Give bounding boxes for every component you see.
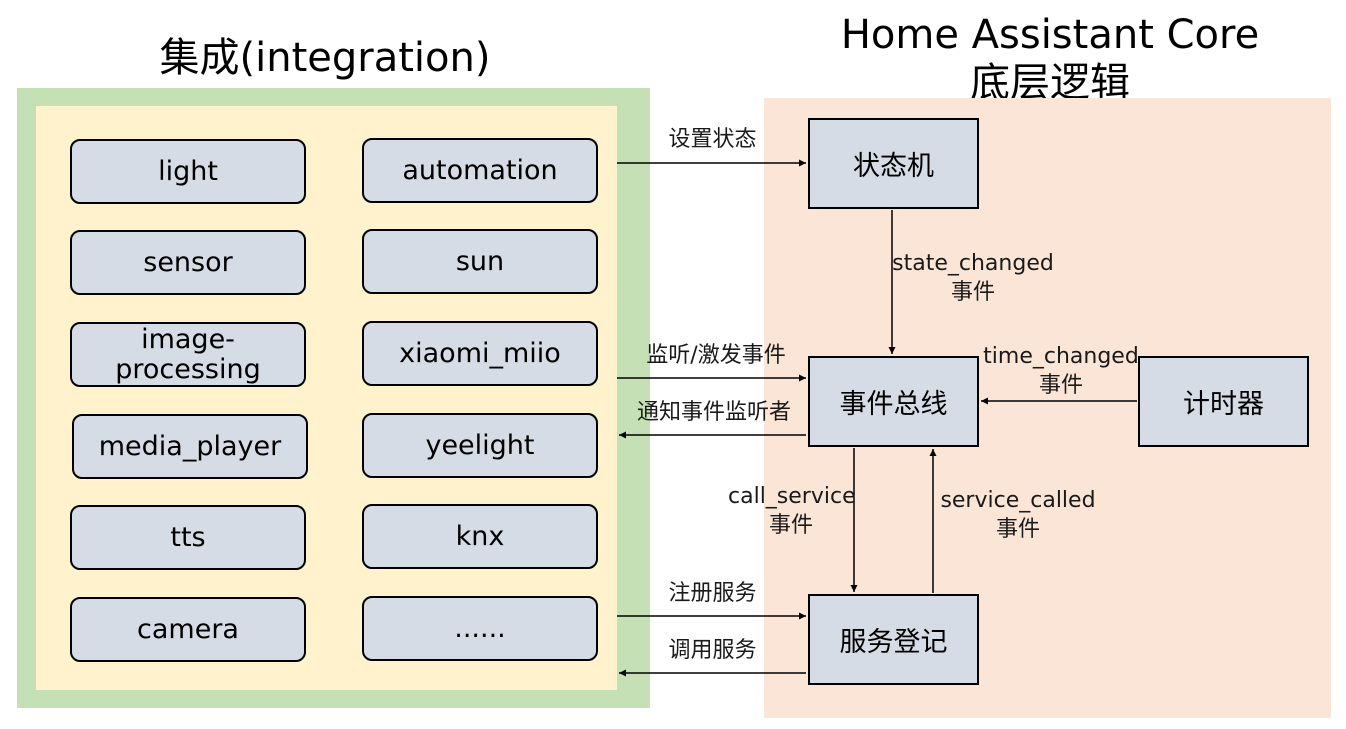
integration-light[interactable]: light — [70, 139, 306, 204]
label-call-service: call_service — [728, 484, 856, 509]
integration-xiaomi-miio[interactable]: xiaomi_miio — [362, 321, 598, 386]
integration-camera[interactable]: camera — [70, 597, 306, 662]
service-registry-node[interactable]: 服务登记 — [808, 594, 979, 685]
label-invoke-service: 调用服务 — [668, 638, 757, 663]
integration-sensor[interactable]: sensor — [70, 230, 306, 295]
label-notify-listeners: 通知事件监听者 — [636, 400, 791, 425]
integration-tts[interactable]: tts — [70, 505, 306, 570]
integration-knx[interactable]: knx — [362, 504, 598, 569]
event-bus-node[interactable]: 事件总线 — [808, 356, 979, 447]
label-time-changed: time_changed — [983, 344, 1139, 369]
label-register-service: 注册服务 — [668, 581, 757, 606]
integration-media-player[interactable]: media_player — [72, 414, 308, 479]
timer-node[interactable]: 计时器 — [1138, 356, 1309, 447]
state-machine-node[interactable]: 状态机 — [808, 118, 979, 209]
label-state-changed-event: 事件 — [950, 280, 995, 305]
integration-title: 集成(integration) — [159, 35, 491, 81]
label-listen-fire: 监听/激发事件 — [646, 343, 786, 368]
label-service-called: service_called — [940, 488, 1096, 513]
label-service-called-event: 事件 — [995, 517, 1040, 542]
integration-automation[interactable]: automation — [362, 138, 598, 203]
label-state-changed: state_changed — [892, 251, 1054, 276]
integration-yeelight[interactable]: yeelight — [362, 413, 598, 478]
label-call-service-event: 事件 — [768, 513, 813, 538]
integration-sun[interactable]: sun — [362, 229, 598, 294]
integration-image-processing[interactable]: image-processing — [70, 322, 306, 387]
core-title: Home Assistant Core — [840, 12, 1260, 58]
integration-more[interactable]: ...... — [362, 596, 598, 661]
label-time-changed-event: 事件 — [1038, 373, 1083, 398]
label-set-state: 设置状态 — [668, 127, 757, 152]
